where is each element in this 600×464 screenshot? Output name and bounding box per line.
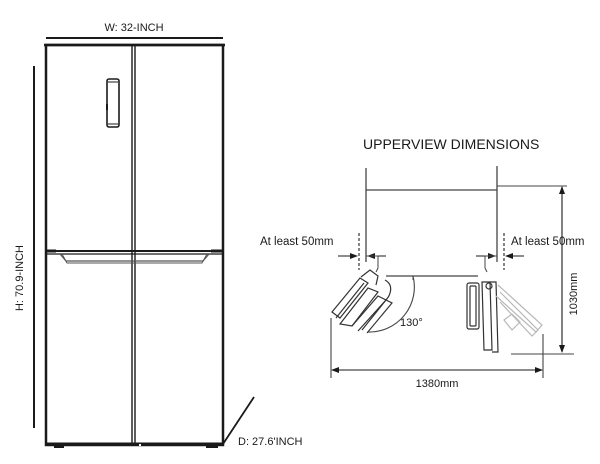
- upper-view-title: UPPERVIEW DIMENSIONS: [363, 136, 539, 152]
- width-label: W: 32-INCH: [104, 22, 163, 34]
- dispenser-handle: [106, 78, 120, 128]
- depth-label: D: 27.6'INCH: [238, 436, 303, 448]
- right-door: [466, 281, 499, 353]
- door-swing-arc: [367, 275, 415, 333]
- depth-dimension-line: [222, 396, 255, 445]
- clearance-right-label: At least 50mm: [511, 236, 585, 248]
- mid-handle-bar: [46, 249, 223, 264]
- depth-open-label: 1030mm: [568, 273, 580, 316]
- right-door-open-ghost: [495, 284, 543, 337]
- height-label: H: 70.9-INCH: [14, 245, 26, 311]
- upper-view: UPPERVIEW DIMENSIONS At least 50mm At le…: [260, 136, 585, 390]
- clearance-left-label: At least 50mm: [260, 236, 334, 248]
- door-angle-label: 130°: [400, 317, 423, 329]
- fridge-base: [46, 442, 223, 448]
- front-view: W: 32-INCH H: 70.9-INCH: [14, 22, 303, 448]
- left-open-door: [331, 269, 393, 334]
- width-open-label: 1380mm: [416, 378, 459, 390]
